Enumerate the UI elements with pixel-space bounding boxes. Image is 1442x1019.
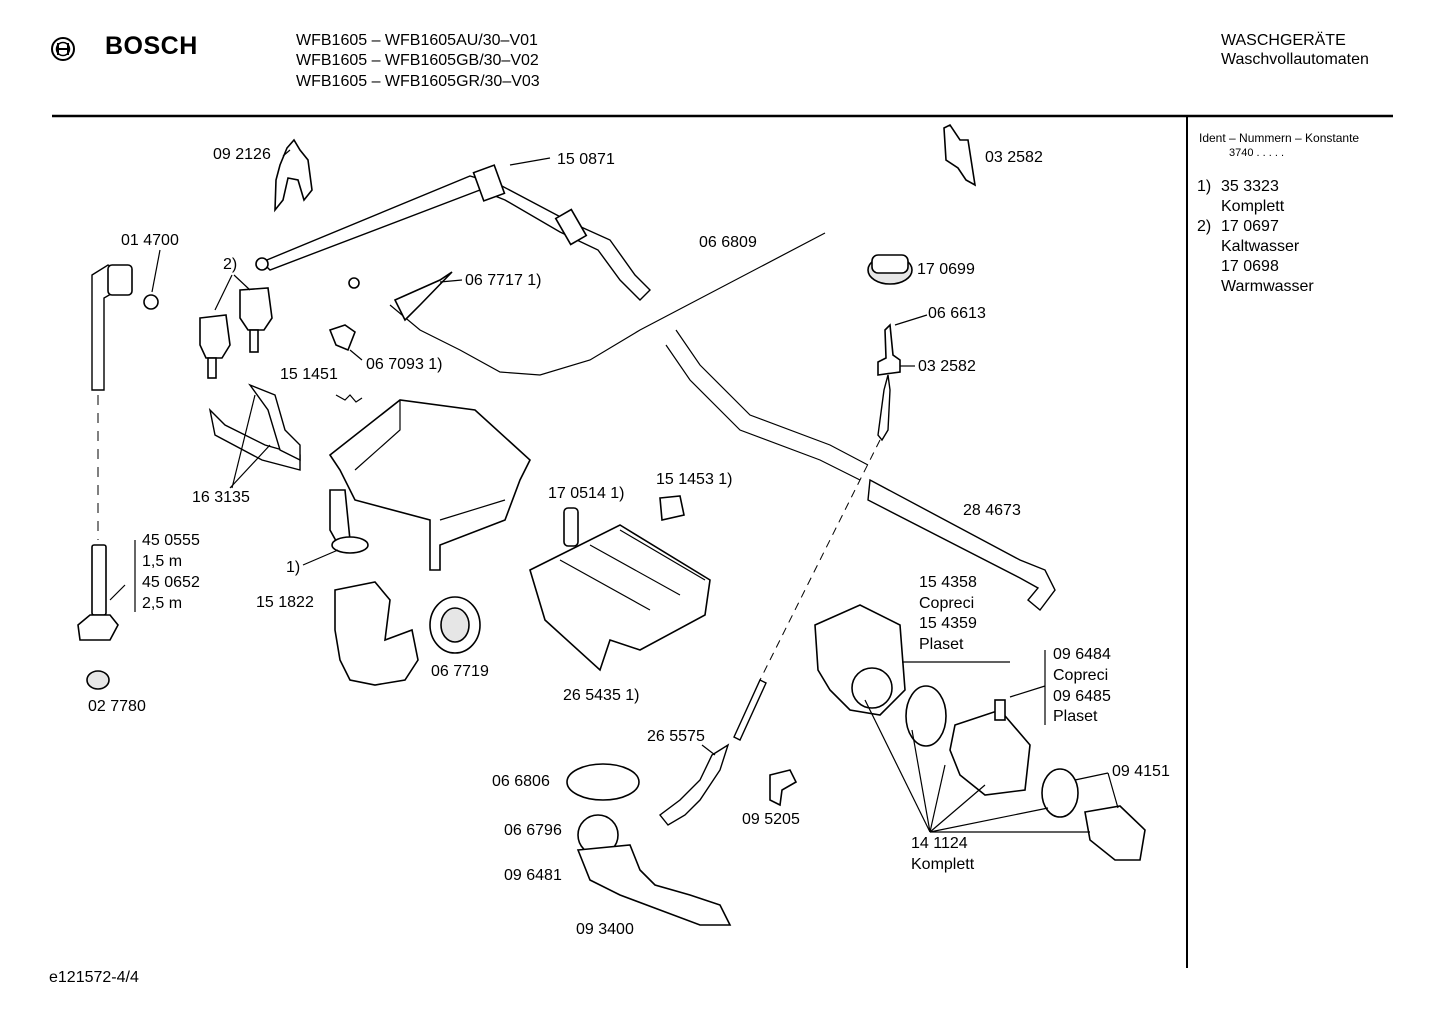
note-line: Kaltwasser: [1221, 238, 1300, 255]
part-label: 09 2126: [213, 146, 271, 163]
note-line: Komplett: [1221, 198, 1285, 215]
part-label: 03 2582: [985, 149, 1043, 166]
part-label: 09 6485: [1053, 688, 1111, 705]
part-label: Copreci: [1053, 667, 1109, 684]
bosch-logo-icon: [50, 36, 76, 62]
part-label: 17 0514 1): [548, 485, 625, 502]
part-label: 16 3135: [192, 489, 250, 506]
part-label: 09 6481: [504, 867, 562, 884]
part-label: 2,5 m: [142, 595, 183, 612]
sidebar-constant: 3740 . . . . .: [1229, 147, 1285, 159]
part-label: 15 4359: [919, 615, 977, 632]
part-label: 1,5 m: [142, 553, 183, 570]
part-label: 26 5435 1): [563, 687, 640, 704]
part-label: 1): [286, 559, 301, 576]
note-line: Warmwasser: [1221, 278, 1314, 295]
model-line-3: WFB1605 – WFB1605GR/30–V03: [296, 73, 540, 90]
part-label: 01 4700: [121, 232, 179, 249]
note-marker: 1): [1197, 178, 1212, 195]
part-label: 15 1822: [256, 594, 314, 611]
model-line-2: WFB1605 – WFB1605GB/30–V02: [296, 52, 539, 69]
part-label: 09 6484: [1053, 646, 1111, 663]
part-label: 06 7719: [431, 663, 489, 680]
part-label: 14 1124: [911, 835, 968, 852]
part-label: 15 4358: [919, 574, 977, 591]
part-label: 09 5205: [742, 811, 800, 828]
part-label: 09 4151: [1112, 763, 1170, 780]
model-line-1: WFB1605 – WFB1605AU/30–V01: [296, 32, 538, 49]
part-label: Plaset: [919, 636, 964, 653]
part-label: Komplett: [911, 856, 975, 873]
part-label: 45 0652: [142, 574, 200, 591]
note-line: 17 0697: [1221, 218, 1279, 235]
category-title: WASCHGERÄTE: [1221, 32, 1346, 49]
part-label: 02 7780: [88, 698, 146, 715]
part-label: 15 1453 1): [656, 471, 733, 488]
part-label: 06 7093 1): [366, 356, 443, 373]
category-subtitle: Waschvollautomaten: [1221, 51, 1369, 68]
note-marker: 2): [1197, 218, 1212, 235]
part-label: 03 2582: [918, 358, 976, 375]
part-label: 06 7717 1): [465, 272, 542, 289]
part-label: Plaset: [1053, 708, 1098, 725]
part-label: 06 6806: [492, 773, 550, 790]
part-label: 17 0699: [917, 261, 975, 278]
part-label: 2): [223, 256, 238, 273]
document-id: e121572-4/4: [49, 969, 139, 986]
part-label: 06 6809: [699, 234, 757, 251]
note-line: 35 3323: [1221, 178, 1279, 195]
part-label: 06 6613: [928, 305, 986, 322]
part-label: 09 3400: [576, 921, 634, 938]
part-label: 26 5575: [647, 728, 705, 745]
sidebar-title: Ident – Nummern – Konstante: [1199, 131, 1360, 145]
part-label: 06 6796: [504, 822, 562, 839]
part-label: Copreci: [919, 595, 975, 612]
note-line: 17 0698: [1221, 258, 1279, 275]
part-label: 45 0555: [142, 532, 200, 549]
part-label: 28 4673: [963, 502, 1021, 519]
brand-name: BOSCH: [105, 32, 198, 60]
part-label: 15 0871: [557, 151, 615, 168]
part-label: 15 1451: [280, 366, 338, 383]
